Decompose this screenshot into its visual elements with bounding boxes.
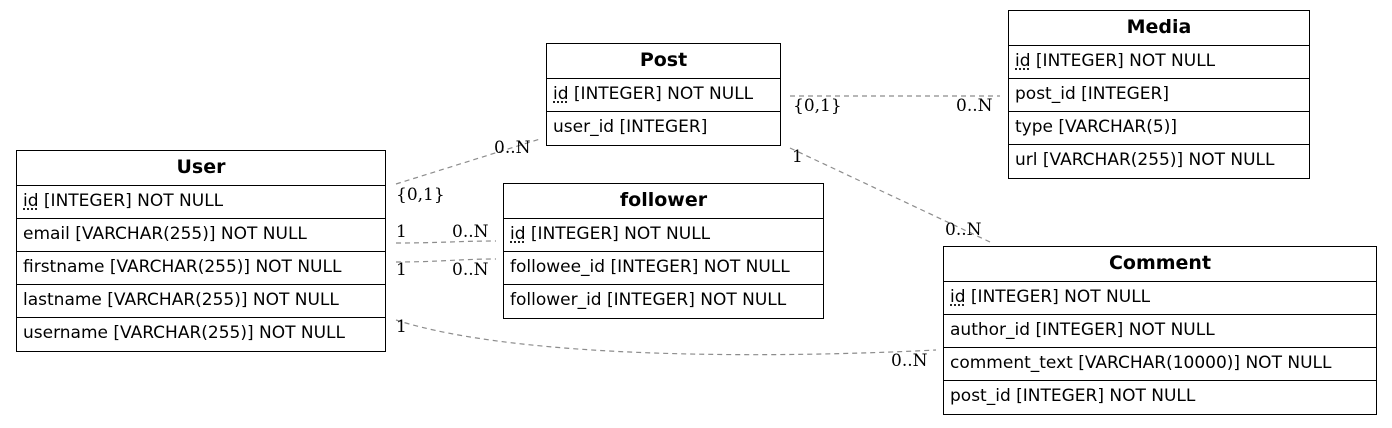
card-post-media-to: 0..N bbox=[956, 96, 993, 116]
field-type: [INTEGER] NOT NULL bbox=[965, 287, 1151, 307]
pk-label: id bbox=[1015, 51, 1031, 71]
field-post-user-id: user_id [INTEGER] bbox=[553, 117, 708, 137]
edge-user-comment bbox=[395, 319, 937, 356]
card-user-followee-from: 1 bbox=[396, 222, 407, 242]
card-post-media-from: {0,1} bbox=[793, 96, 842, 116]
card-user-post-from: {0,1} bbox=[396, 185, 445, 205]
field-media-post-id: post_id [INTEGER] bbox=[1009, 79, 1309, 112]
entity-comment[interactable]: Comment id [INTEGER] NOT NULL author_id … bbox=[943, 246, 1377, 415]
entity-title-post: Post bbox=[547, 44, 780, 79]
field-user-id: id [INTEGER] NOT NULL bbox=[17, 186, 385, 219]
field-user-username: username [VARCHAR(255)] NOT NULL bbox=[23, 323, 345, 343]
field-type: [INTEGER] NOT NULL bbox=[525, 224, 711, 244]
card-user-follower-to: 0..N bbox=[452, 260, 489, 280]
pk-label: id bbox=[553, 84, 569, 104]
entity-follower[interactable]: follower id [INTEGER] NOT NULL followee_… bbox=[503, 183, 824, 319]
edge-user-post bbox=[395, 138, 541, 185]
card-post-comment-from: 1 bbox=[792, 147, 803, 167]
pk-label: id bbox=[23, 191, 39, 211]
field-user-firstname: firstname [VARCHAR(255)] NOT NULL bbox=[17, 252, 385, 285]
entity-post[interactable]: Post id [INTEGER] NOT NULL user_id [INTE… bbox=[546, 43, 781, 146]
field-user-email: email [VARCHAR(255)] NOT NULL bbox=[17, 219, 385, 252]
card-user-comment-from: 1 bbox=[396, 317, 407, 337]
card-post-comment-to: 0..N bbox=[945, 220, 982, 240]
card-user-followee-to: 0..N bbox=[452, 222, 489, 242]
edge-user-follower-followee bbox=[395, 240, 497, 244]
card-user-post-to: 0..N bbox=[494, 138, 531, 158]
field-media-type: type [VARCHAR(5)] bbox=[1009, 112, 1309, 145]
field-follower-id: id [INTEGER] NOT NULL bbox=[504, 219, 823, 252]
field-type: [INTEGER] NOT NULL bbox=[568, 84, 754, 104]
entity-title-media: Media bbox=[1009, 11, 1309, 46]
field-comment-author-id: author_id [INTEGER] NOT NULL bbox=[944, 315, 1376, 348]
entity-media[interactable]: Media id [INTEGER] NOT NULL post_id [INT… bbox=[1008, 10, 1310, 179]
card-user-comment-to: 0..N bbox=[891, 351, 928, 371]
pk-label: id bbox=[510, 224, 526, 244]
field-type: [INTEGER] NOT NULL bbox=[38, 191, 224, 211]
field-comment-text: comment_text [VARCHAR(10000)] NOT NULL bbox=[944, 348, 1376, 381]
entity-user[interactable]: User id [INTEGER] NOT NULL email [VARCHA… bbox=[16, 150, 386, 352]
entity-title-follower: follower bbox=[504, 184, 823, 219]
field-post-id: id [INTEGER] NOT NULL bbox=[547, 79, 780, 112]
field-type: [INTEGER] NOT NULL bbox=[1030, 51, 1216, 71]
field-follower-followee-id: followee_id [INTEGER] NOT NULL bbox=[504, 252, 823, 285]
field-media-id: id [INTEGER] NOT NULL bbox=[1009, 46, 1309, 79]
pk-label: id bbox=[950, 287, 966, 307]
entity-title-comment: Comment bbox=[944, 247, 1376, 282]
field-comment-post-id: post_id [INTEGER] NOT NULL bbox=[950, 386, 1196, 406]
field-user-lastname: lastname [VARCHAR(255)] NOT NULL bbox=[17, 285, 385, 318]
card-user-follower-from: 1 bbox=[396, 260, 407, 280]
field-follower-follower-id: follower_id [INTEGER] NOT NULL bbox=[510, 290, 787, 310]
entity-title-user: User bbox=[17, 151, 385, 186]
edge-user-follower-follower bbox=[395, 258, 497, 263]
field-comment-id: id [INTEGER] NOT NULL bbox=[944, 282, 1376, 315]
field-media-url: url [VARCHAR(255)] NOT NULL bbox=[1015, 150, 1275, 170]
